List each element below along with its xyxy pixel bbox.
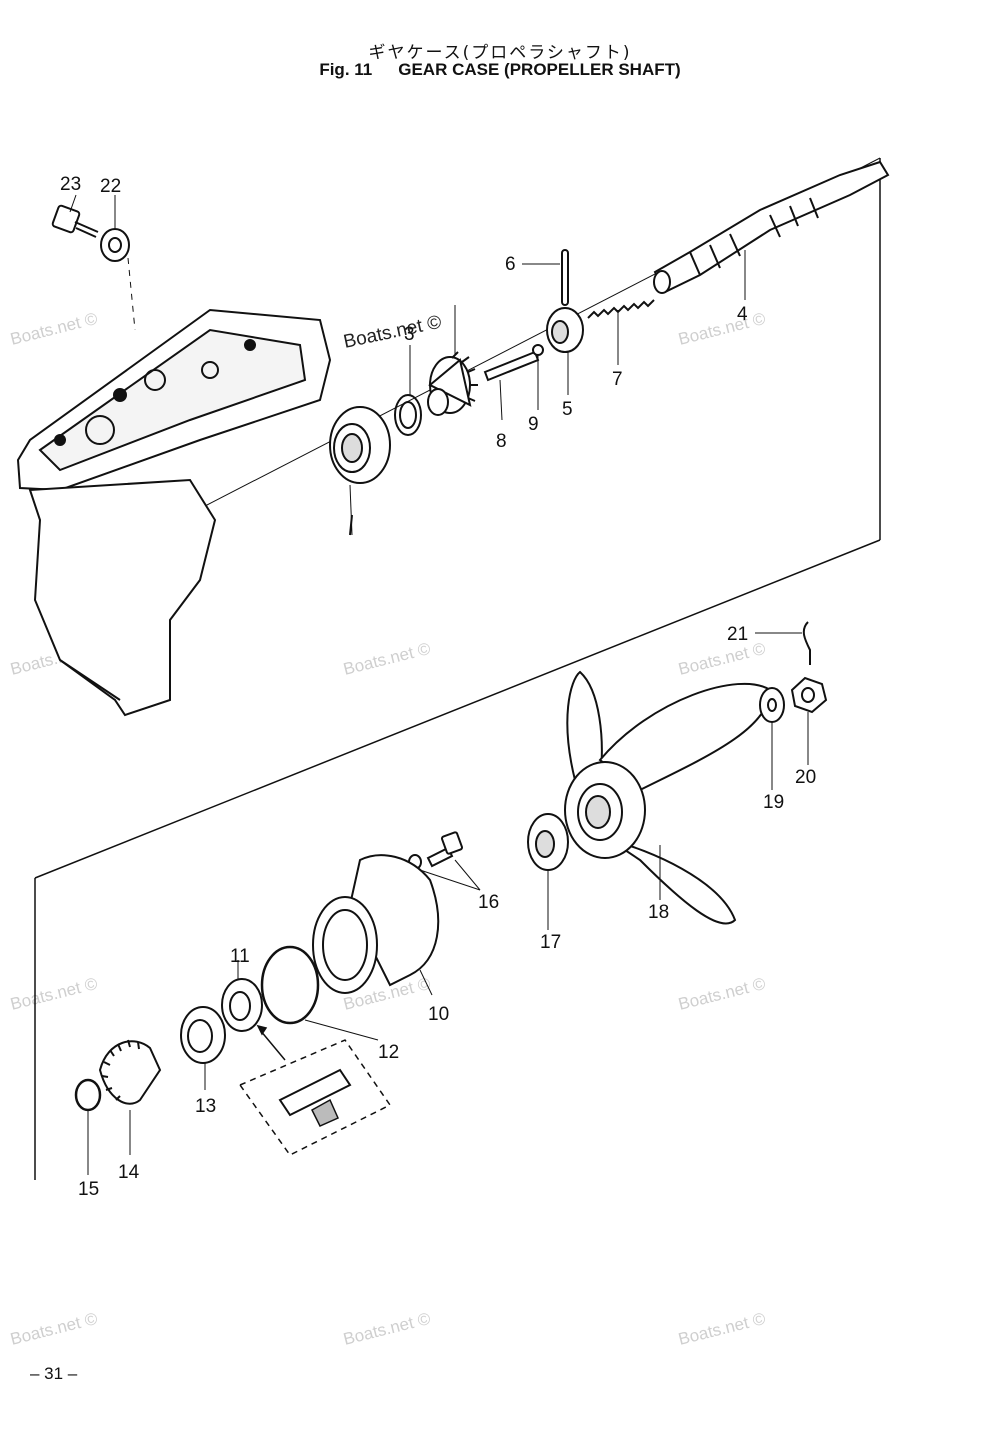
watermark: Boats.net © <box>8 974 99 1014</box>
ball-part-9 <box>532 344 544 410</box>
callout-15: 15 <box>78 1179 99 1200</box>
callout-3: 3 <box>404 324 415 345</box>
tool-detail-inset <box>238 1024 392 1156</box>
figure-number: Fig. 11 <box>319 60 373 79</box>
bearing-part-13 <box>180 1006 226 1090</box>
callout-22: 22 <box>100 176 121 197</box>
callout-9: 9 <box>528 414 539 435</box>
watermark: Boats.net © <box>8 1309 99 1349</box>
callout-20: 20 <box>795 767 816 788</box>
propeller-shaft-part-4 <box>653 160 890 300</box>
gear-part-2 <box>427 351 478 416</box>
figure-title: Fig. 11 GEAR CASE (PROPELLER SHAFT) <box>0 60 1000 80</box>
bolt-part-23 <box>51 204 99 238</box>
spring-part-7 <box>587 299 655 365</box>
shim-part-3 <box>394 394 422 436</box>
callout-21: 21 <box>727 624 748 645</box>
gear-case-housing <box>16 308 332 717</box>
callout-16: 16 <box>478 892 499 913</box>
bolt-part-16 <box>408 831 481 891</box>
pin-part-6 <box>522 249 569 306</box>
watermark: Boats.net © <box>676 309 767 349</box>
callout-12: 12 <box>378 1042 399 1063</box>
callout-18: 18 <box>648 902 669 923</box>
clutch-part-5 <box>546 307 584 395</box>
callout-5: 5 <box>562 399 573 420</box>
gear-part-14 <box>98 1039 162 1155</box>
callout-labels: 23 22 6 4 3 3 7 5 9 8 1 21 19 20 16 18 1… <box>60 174 816 1200</box>
watermark: Boats.net © <box>341 1309 432 1349</box>
page-number: – 31 – <box>30 1364 78 1383</box>
oil-seal-part-11 <box>221 960 263 1032</box>
callout-11: 11 <box>230 946 250 967</box>
washer-part-19 <box>759 687 785 790</box>
figure-title-japanese: ギヤケース(プロペラシャフト) <box>368 43 632 63</box>
callout-1-glyph <box>349 514 353 536</box>
callout-6: 6 <box>505 254 516 275</box>
watermark: Boats.net © <box>341 639 432 679</box>
callout-23: 23 <box>60 174 81 195</box>
callout-10: 10 <box>428 1004 449 1025</box>
bearing-housing-part-10 <box>312 854 440 996</box>
watermark: Boats.net © <box>676 639 767 679</box>
o-ring-part-12 <box>260 945 379 1041</box>
nut-part-20 <box>790 676 828 765</box>
washer-part-22 <box>100 228 136 331</box>
watermark: Boats.net © <box>8 309 99 349</box>
figure-title-english: GEAR CASE (PROPELLER SHAFT) <box>398 60 681 79</box>
callout-7: 7 <box>612 369 623 390</box>
callout-4: 4 <box>737 304 748 325</box>
thrust-holder-part-17 <box>527 813 569 930</box>
callout-13: 13 <box>195 1096 216 1117</box>
circlip-part-15 <box>74 1078 102 1175</box>
callout-17: 17 <box>540 932 561 953</box>
cotter-pin-part-21 <box>755 621 811 665</box>
propeller-part-18 <box>564 670 772 925</box>
callout-8: 8 <box>496 431 507 452</box>
watermark: Boats.net © <box>676 974 767 1014</box>
plunger-part-8 <box>483 350 540 421</box>
bearing-part-1 <box>329 406 391 484</box>
callout-14: 14 <box>118 1162 140 1183</box>
callout-19: 19 <box>763 792 784 813</box>
watermark: Boats.net © <box>676 1309 767 1349</box>
watermark-inline: Boats.net © <box>342 312 444 353</box>
